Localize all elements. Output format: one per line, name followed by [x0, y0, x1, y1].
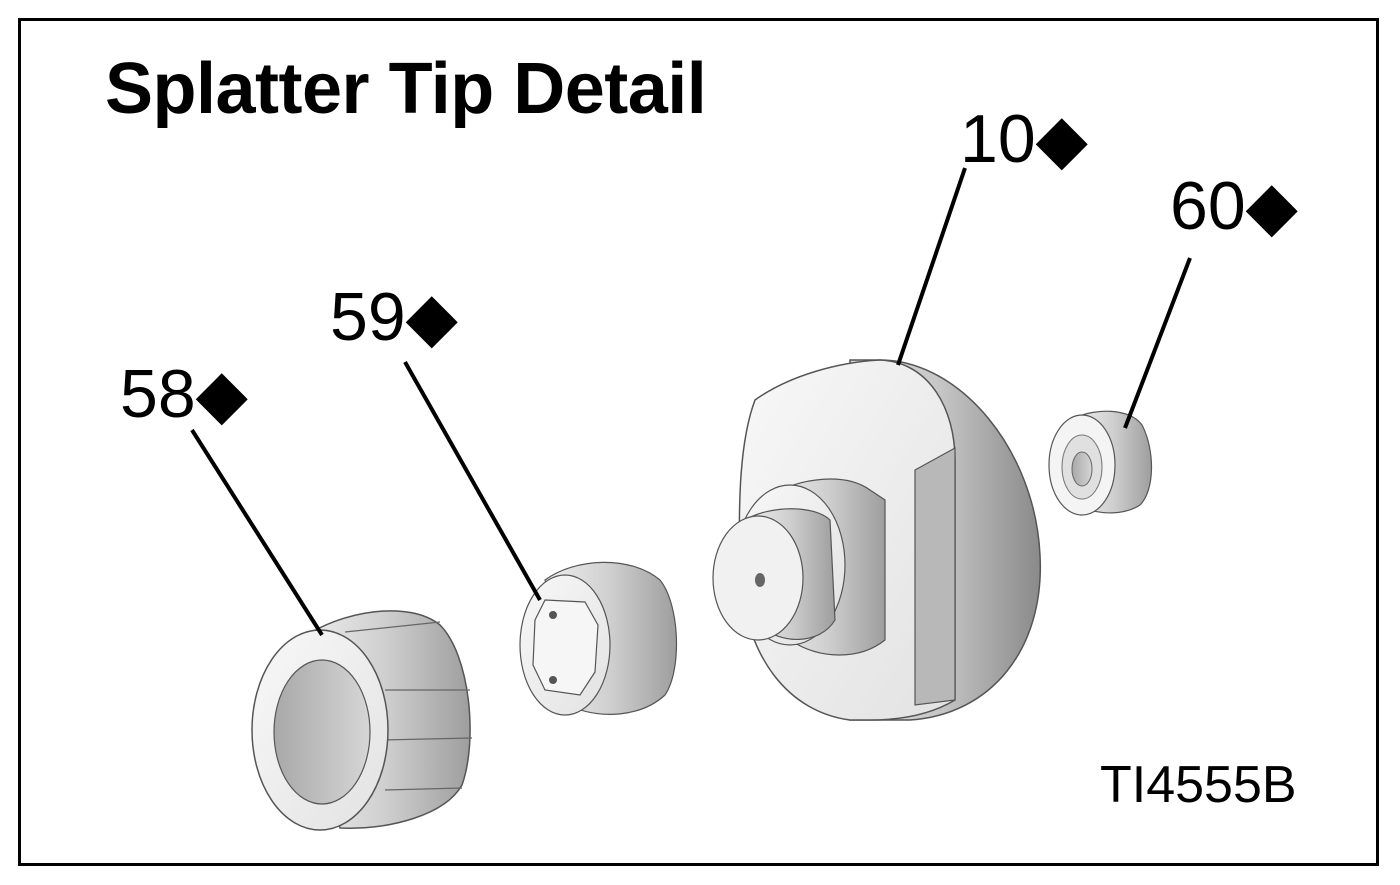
leader-line-59 [403, 361, 542, 601]
tip-insert-icon [519, 561, 678, 716]
leader-line-58 [190, 428, 324, 637]
callout-58: 58◆ [120, 356, 248, 432]
nut-icon [251, 610, 473, 831]
seal-ring-icon [1048, 410, 1153, 516]
leader-line-60 [1123, 257, 1192, 429]
diagram-frame [18, 18, 1379, 866]
callout-59: 59◆ [330, 279, 458, 355]
figure-id: TI4555B [1100, 756, 1297, 814]
callout-10: 10◆ [960, 101, 1088, 177]
tip-housing-icon [712, 359, 1042, 721]
leader-line-10 [896, 167, 967, 366]
callout-60: 60◆ [1170, 168, 1298, 244]
diagram-title: Splatter Tip Detail [105, 49, 707, 129]
